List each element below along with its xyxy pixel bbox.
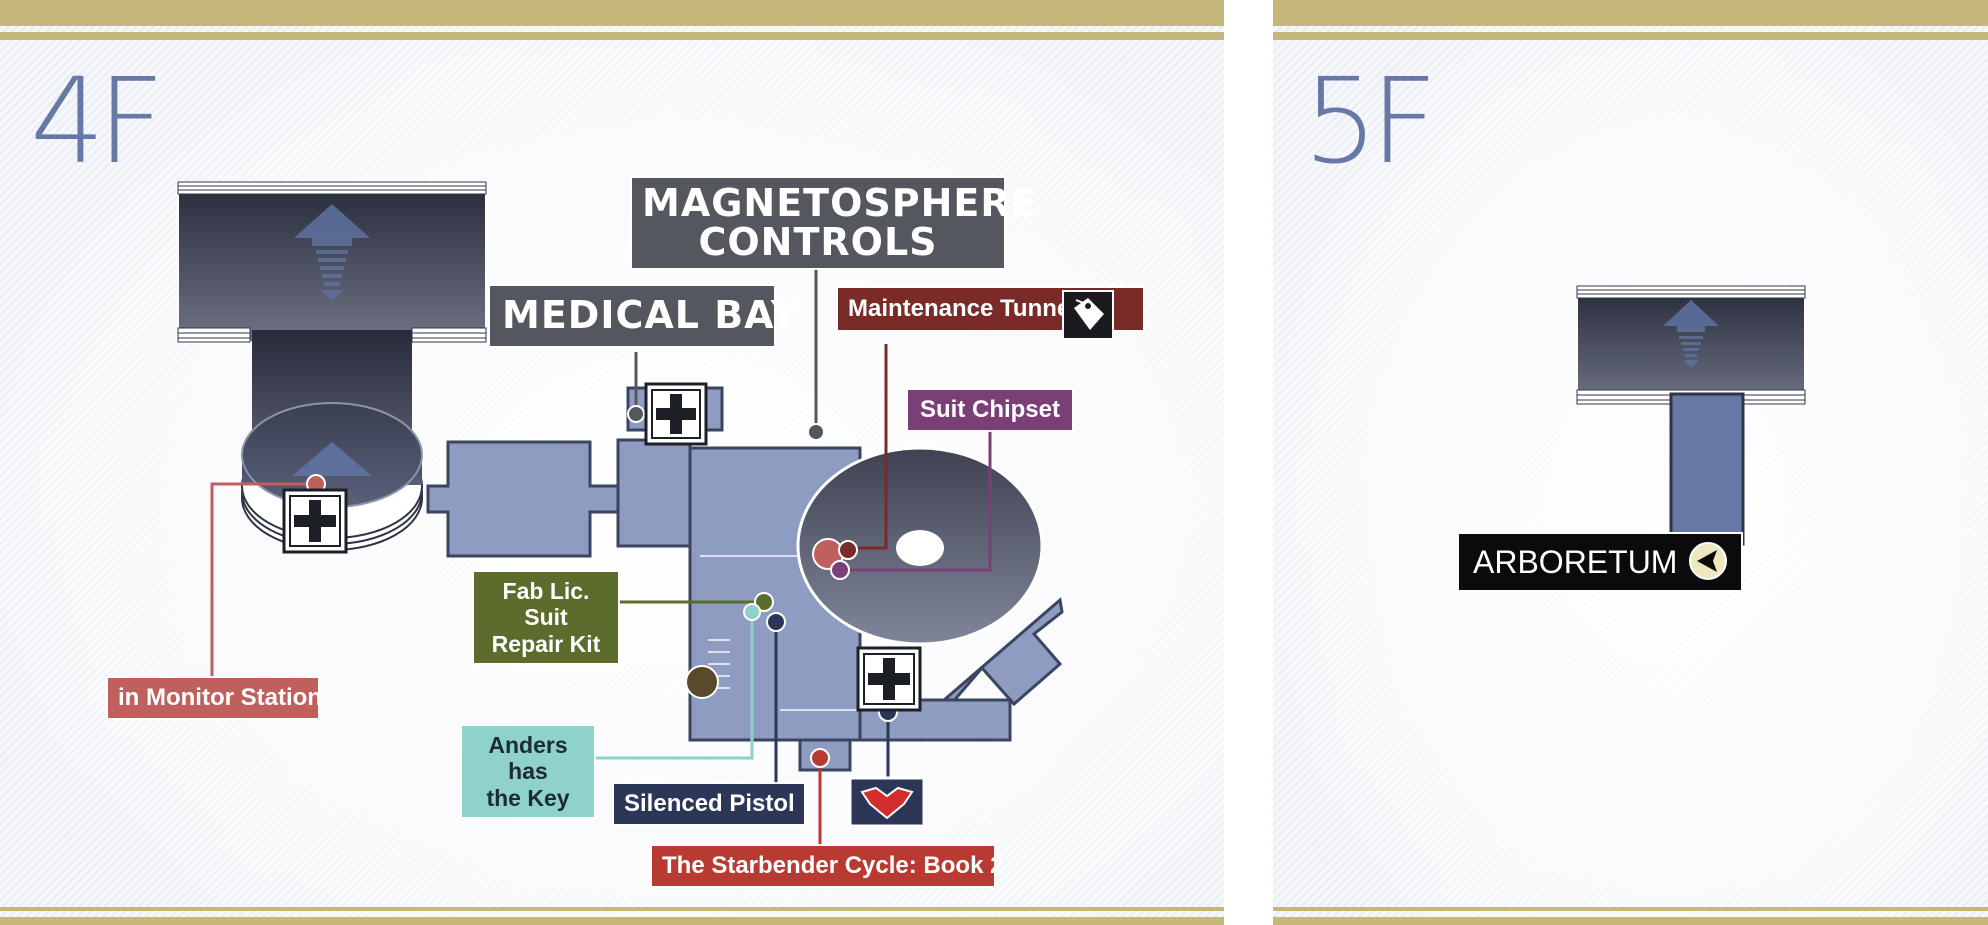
floor-4f-panel: 4F <box>0 0 1224 925</box>
floor-5f-map <box>1576 285 1806 546</box>
gold-band-bottom-thin <box>0 907 1224 911</box>
marker-label-in-monitor-station: in Monitor Station <box>108 678 322 718</box>
area-label-magnetosphere-controls: MAGNETOSPHERE CONTROLS <box>632 178 1037 268</box>
magnetosphere-chamber <box>796 446 1044 646</box>
gold-band-top <box>0 0 1224 26</box>
floor-5f-panel: 5F ARBORETUM <box>1273 0 1988 925</box>
leader-lines <box>210 268 992 846</box>
floor-4f-rooms <box>426 386 1064 772</box>
floor-label-5f: 5F <box>1303 52 1438 190</box>
room-detail-lines <box>700 555 860 711</box>
medkit-icon <box>282 488 348 554</box>
elevator-up-arrow-icon <box>294 204 370 300</box>
gold-band-top-thin <box>0 32 1224 40</box>
floor-label-4f: 4F <box>30 52 165 190</box>
gold-band-top <box>1273 0 1988 26</box>
compass-arrow-icon <box>1687 540 1729 582</box>
tag-icon <box>1062 290 1114 340</box>
marker-dots <box>306 405 898 768</box>
area-label-medical-bay: MEDICAL BAY <box>490 286 798 346</box>
gold-band-bottom-thin <box>1273 907 1988 911</box>
gold-band-bottom <box>1273 917 1988 925</box>
marker-label-anders-has-the-key: Anders has the Key <box>462 726 594 818</box>
elevator-up-arrow-icon <box>1663 300 1719 368</box>
medkit-icon <box>856 646 922 712</box>
marker-label-suit-chipset: Suit Chipset <box>908 390 1072 430</box>
armor-icon <box>848 776 926 828</box>
gold-band-bottom <box>0 917 1224 925</box>
exit-label: ARBORETUM <box>1473 544 1678 580</box>
marker-label-fab-lic-suit-repair-kit: Fab Lic. Suit Repair Kit <box>474 572 618 664</box>
exit-arboretum[interactable]: ARBORETUM <box>1457 532 1743 592</box>
marker-text: Maintenance Tunnel <box>848 295 1077 322</box>
floor-4f-map <box>177 181 1064 846</box>
marker-label-starbender-cycle-book-2: The Starbender Cycle: Book 2 <box>652 846 1003 886</box>
marker-label-silenced-pistol: Silenced Pistol <box>614 784 804 824</box>
medkit-icon <box>644 382 708 446</box>
gold-band-top-thin <box>1273 32 1988 40</box>
